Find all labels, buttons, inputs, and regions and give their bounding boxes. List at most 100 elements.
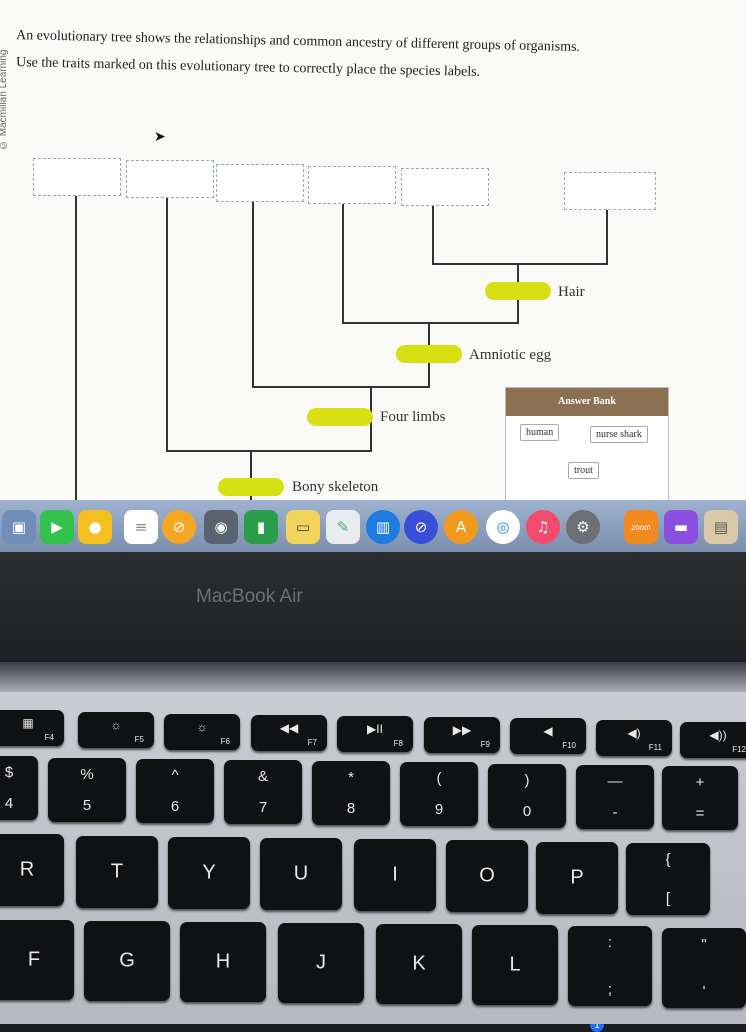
key-9[interactable]: (9 (400, 762, 478, 826)
species-drop-slot-6[interactable] (564, 172, 656, 210)
key-o[interactable]: O (446, 840, 528, 912)
music-icon[interactable]: ♫ (526, 510, 560, 544)
key-f9[interactable]: ▶▶F9 (424, 717, 500, 753)
species-drop-slot-3[interactable] (216, 164, 304, 202)
instruction-line-2: Use the traits marked on this evolutiona… (15, 55, 481, 80)
tree-branch (342, 204, 344, 324)
facetime-icon[interactable]: ▶ (40, 510, 74, 544)
key-lower: 9 (434, 801, 444, 818)
key-symbol: ☼ (196, 720, 208, 734)
photo-booth-icon[interactable]: ◉ (204, 510, 238, 544)
key-symbol: ▶▶ (452, 723, 472, 737)
key-f10[interactable]: ◀F10 (510, 718, 586, 754)
key-y[interactable]: Y (168, 837, 250, 909)
key-f6[interactable]: ☼ F6 (164, 714, 240, 750)
key-symbol: ☼ (110, 718, 122, 732)
contacts-icon[interactable]: ● (78, 510, 112, 544)
key-minus[interactable]: —- (576, 765, 654, 829)
tree-branch (606, 210, 608, 265)
key-symbol: ◀ (543, 724, 553, 738)
key-symbol: ▦ (22, 716, 34, 730)
key-lower: ' (702, 983, 706, 1000)
key-5[interactable]: %5 (48, 758, 126, 822)
key-letter: I (392, 863, 398, 886)
key-lower: 6 (170, 798, 180, 815)
key-h[interactable]: H (180, 922, 266, 1002)
key-f4[interactable]: ▦F4 (0, 710, 64, 746)
answer-chip-trout[interactable]: trout (568, 462, 599, 479)
key-4[interactable]: $4 (0, 756, 38, 820)
key-j[interactable]: J (278, 923, 364, 1003)
key-quote[interactable]: "' (662, 928, 746, 1008)
trait-marker-four-limbs (307, 408, 373, 426)
key-l[interactable]: L (472, 925, 558, 1005)
key-6[interactable]: ^6 (136, 759, 214, 823)
macos-dock: ▣ ▶ ● ≡ ⊘ ◉ ▮ ▭ ✎ ▥ ⊘ A ◎ ♫ ⚙ 1 zoom ▬ ▤ (0, 500, 746, 1032)
key-f12[interactable]: ◀))F12 (680, 722, 746, 758)
key-p[interactable]: P (536, 842, 618, 914)
species-drop-slot-4[interactable] (308, 166, 396, 204)
key-letter: U (293, 862, 309, 885)
key-bracket[interactable]: {[ (626, 843, 710, 915)
key-0[interactable]: )0 (488, 764, 566, 828)
trait-marker-hair (485, 282, 551, 300)
safari-icon[interactable]: ⊘ (162, 510, 196, 544)
laptop-hinge (0, 662, 746, 692)
key-semicolon[interactable]: :; (568, 926, 652, 1006)
notes-icon[interactable]: ≡ (124, 510, 158, 544)
key-lower: ; (607, 981, 613, 998)
tree-branch (252, 202, 254, 388)
key-i[interactable]: I (354, 839, 436, 911)
key-f11[interactable]: ◀)F11 (596, 720, 672, 756)
trait-label-amniotic-egg: Amniotic egg (469, 347, 552, 363)
keynote-icon[interactable]: ▭ (286, 510, 320, 544)
chrome-icon[interactable]: ◎ (486, 510, 520, 544)
answer-chip-nurse-shark[interactable]: nurse shark (590, 426, 648, 443)
zoom-app-icon[interactable]: zoom (624, 510, 658, 544)
key-8[interactable]: *8 (312, 761, 390, 825)
trait-marker-amniotic-egg (396, 345, 462, 363)
key-fn-label: F12 (732, 745, 746, 754)
key-u[interactable]: U (260, 838, 342, 910)
key-upper: : (607, 934, 613, 951)
key-letter: L (509, 953, 521, 976)
key-f5[interactable]: ☼F5 (78, 712, 154, 748)
laptop-bezel (0, 552, 746, 662)
teams-icon[interactable]: ▬ (664, 510, 698, 544)
key-f[interactable]: F (0, 920, 74, 1000)
key-k[interactable]: K (376, 924, 462, 1004)
books-icon[interactable]: ▥ (366, 510, 400, 544)
key-letter: R (19, 858, 35, 881)
key-t[interactable]: T (76, 836, 158, 908)
key-upper: $ (4, 764, 14, 781)
key-letter: Y (202, 861, 216, 884)
species-drop-slot-5[interactable] (401, 168, 489, 206)
key-fn-label: F7 (307, 738, 317, 747)
key-7[interactable]: &7 (224, 760, 302, 824)
key-fn-label: F6 (220, 737, 230, 746)
key-r[interactable]: R (0, 834, 64, 906)
key-equals[interactable]: += (662, 766, 738, 830)
tree-branch (250, 452, 252, 500)
trait-marker-bony-skeleton (218, 478, 284, 496)
pages-icon[interactable]: ✎ (326, 510, 360, 544)
tree-branch (166, 198, 168, 452)
tree-branch (432, 263, 608, 265)
numbers-icon[interactable]: ▮ (244, 510, 278, 544)
downloads-icon[interactable]: ▤ (704, 510, 738, 544)
key-symbol: ◀◀ (279, 721, 299, 735)
trait-label-four-limbs: Four limbs (380, 409, 446, 425)
system-preferences-icon[interactable]: ⚙ (566, 510, 600, 544)
onenote-icon[interactable]: ⊘ (404, 510, 438, 544)
key-g[interactable]: G (84, 921, 170, 1001)
species-drop-slot-1[interactable] (33, 158, 121, 196)
tree-branch (252, 386, 428, 388)
preview-icon[interactable]: ▣ (2, 510, 36, 544)
app-store-icon[interactable]: A (444, 510, 478, 544)
key-f7[interactable]: ◀◀ F7 (251, 715, 327, 751)
answer-chip-human[interactable]: human (520, 424, 560, 441)
species-drop-slot-2[interactable] (126, 160, 214, 198)
key-letter: K (412, 952, 426, 975)
laptop-brand-label: MacBook Air (196, 586, 303, 607)
